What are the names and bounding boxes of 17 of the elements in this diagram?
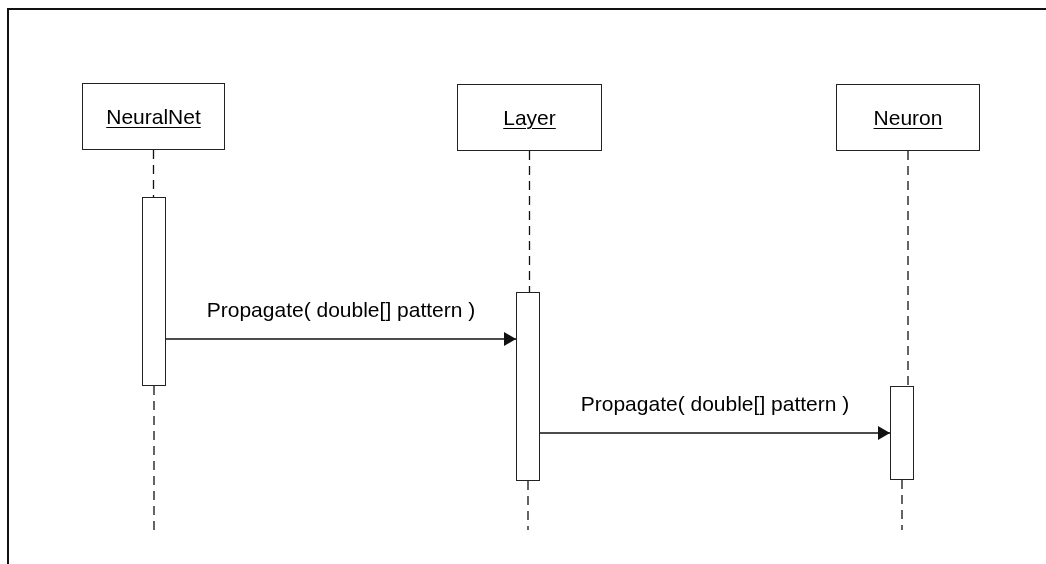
object-name: NeuralNet: [106, 104, 201, 129]
dashed-lifeline: [901, 479, 903, 531]
object-name: Layer: [503, 105, 556, 130]
dashed-lifeline: [907, 150, 909, 387]
object-box: [836, 84, 980, 151]
activation-bar: [890, 386, 914, 480]
dashed-lifeline: [528, 150, 531, 293]
object-box: [457, 84, 602, 151]
dashed-lifeline: [152, 149, 155, 198]
message-arrow: [165, 332, 517, 346]
dashed-lifeline: [527, 480, 529, 531]
activation-bar: [142, 197, 166, 386]
dashed-lifeline: [153, 385, 155, 531]
message-arrow: [539, 426, 891, 440]
object-name: Neuron: [873, 105, 943, 130]
object-box: [82, 83, 225, 150]
activation-bar: [516, 292, 540, 481]
